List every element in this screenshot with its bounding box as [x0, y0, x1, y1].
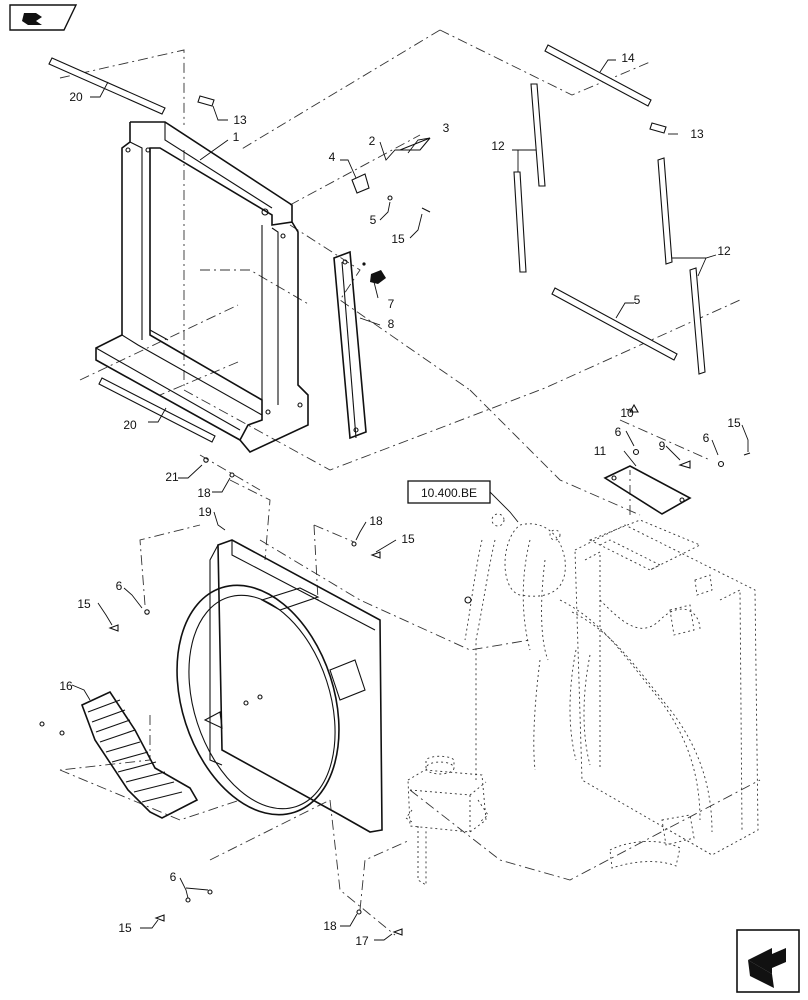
side-panel-8	[333, 250, 367, 440]
leader-lines	[71, 59, 749, 941]
reference-box-label[interactable]: 10.400.BE	[421, 486, 477, 500]
callout-2: 2	[369, 134, 376, 148]
callout-13b: 13	[690, 127, 704, 141]
callout-7: 7	[388, 297, 395, 311]
callout-4: 4	[329, 150, 336, 164]
book-navigation-icon[interactable]	[9, 4, 78, 31]
reference-box[interactable]: 10.400.BE	[407, 480, 491, 504]
callout-12: 12	[491, 139, 505, 153]
callout-3: 3	[443, 121, 450, 135]
seal-strip-20-bottom	[98, 377, 216, 443]
hardware-bits	[39, 457, 472, 936]
callout-1: 1	[233, 130, 240, 144]
callout-6: 5	[370, 213, 377, 227]
fan-guard-16	[80, 690, 199, 819]
callout-18b: 18	[369, 514, 383, 528]
callout-14: 14	[621, 51, 635, 65]
seal-strip-5	[551, 287, 678, 361]
callout-labels: 20 13 1 2 3 4 5 15 7 8 14 13 12 12 5 20 …	[59, 51, 741, 948]
callout-11: 11	[594, 444, 607, 458]
callout-18c: 18	[323, 919, 337, 933]
callout-15: 15	[391, 232, 405, 246]
seal-strip-14	[544, 44, 652, 107]
seal-strip-12-d	[689, 267, 706, 375]
radiator-assembly	[464, 513, 759, 869]
callout-6c: 6	[170, 870, 177, 884]
seal-strip-20-top	[48, 57, 166, 115]
callout-17: 17	[355, 934, 369, 948]
callout-20b: 20	[123, 418, 137, 432]
callout-6e: 6	[703, 431, 710, 445]
bracket-4	[351, 137, 431, 213]
expansion-tank	[405, 755, 489, 886]
callout-8: 8	[388, 317, 395, 331]
callout-20: 20	[69, 90, 83, 104]
callout-6b: 6	[116, 579, 123, 593]
pad-13-left	[197, 95, 215, 107]
callout-21: 21	[165, 470, 179, 484]
frame-1	[95, 121, 309, 453]
seal-strip-12-a	[530, 83, 546, 187]
callout-10: 10	[620, 406, 634, 420]
fastener-7	[362, 262, 386, 284]
plate-11	[603, 403, 751, 515]
callout-15e: 15	[727, 416, 741, 430]
callout-18: 18	[197, 486, 211, 500]
assembly-guide-lines	[59, 29, 761, 936]
callout-19: 19	[198, 505, 212, 519]
callout-12b: 12	[717, 244, 731, 258]
next-page-arrow-icon[interactable]	[736, 929, 800, 993]
callout-16: 16	[59, 679, 73, 693]
callout-5: 5	[634, 293, 641, 307]
callout-6d: 6	[615, 425, 622, 439]
seal-strip-12-b	[513, 171, 527, 273]
fan-shroud-19	[176, 539, 383, 833]
callout-15d: 15	[118, 921, 132, 935]
callout-15b: 15	[401, 532, 415, 546]
callout-15c: 15	[77, 597, 91, 611]
callout-9: 9	[659, 439, 666, 453]
seal-strip-12-c	[657, 157, 673, 265]
callout-13: 13	[233, 113, 247, 127]
pad-13-right	[649, 122, 667, 134]
